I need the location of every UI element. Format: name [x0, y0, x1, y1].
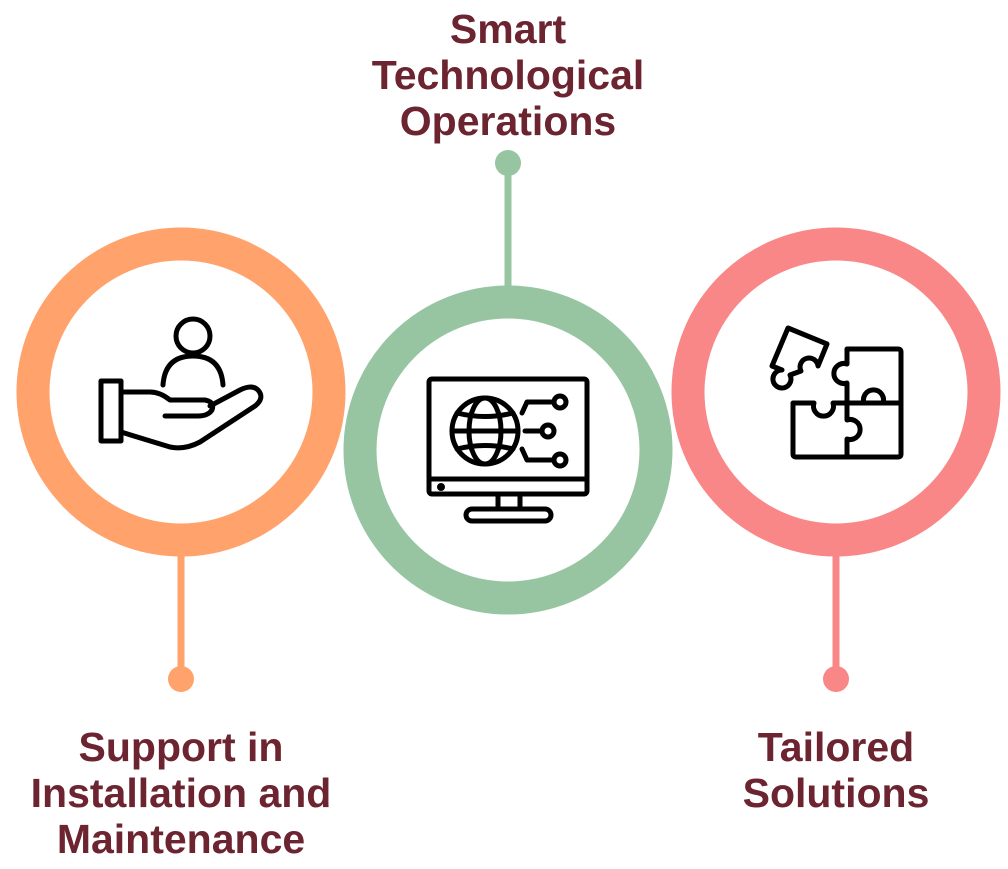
ring-tailored: [671, 227, 1001, 557]
label-support: Support in Installation and Maintenance: [0, 724, 362, 862]
ring-support: [16, 227, 346, 557]
label-line: Solutions: [742, 770, 930, 816]
label-line: Support in: [78, 724, 284, 770]
monitor-globe-network-icon: [426, 376, 590, 524]
connector-smart: [495, 150, 521, 295]
connector-support: [168, 550, 194, 692]
label-line: Operations: [399, 98, 617, 144]
label-smart: Smart Technological Operations: [328, 6, 688, 144]
label-line: Smart: [449, 6, 567, 52]
label-line: Maintenance: [56, 816, 306, 862]
puzzle-pieces-icon: [769, 325, 904, 460]
label-line: Tailored: [757, 724, 915, 770]
connector-tailored: [823, 550, 849, 692]
label-tailored: Tailored Solutions: [676, 724, 996, 816]
label-line: Installation and: [30, 770, 332, 816]
hand-holding-person-icon: [98, 316, 264, 451]
label-line: Technological: [371, 52, 645, 98]
